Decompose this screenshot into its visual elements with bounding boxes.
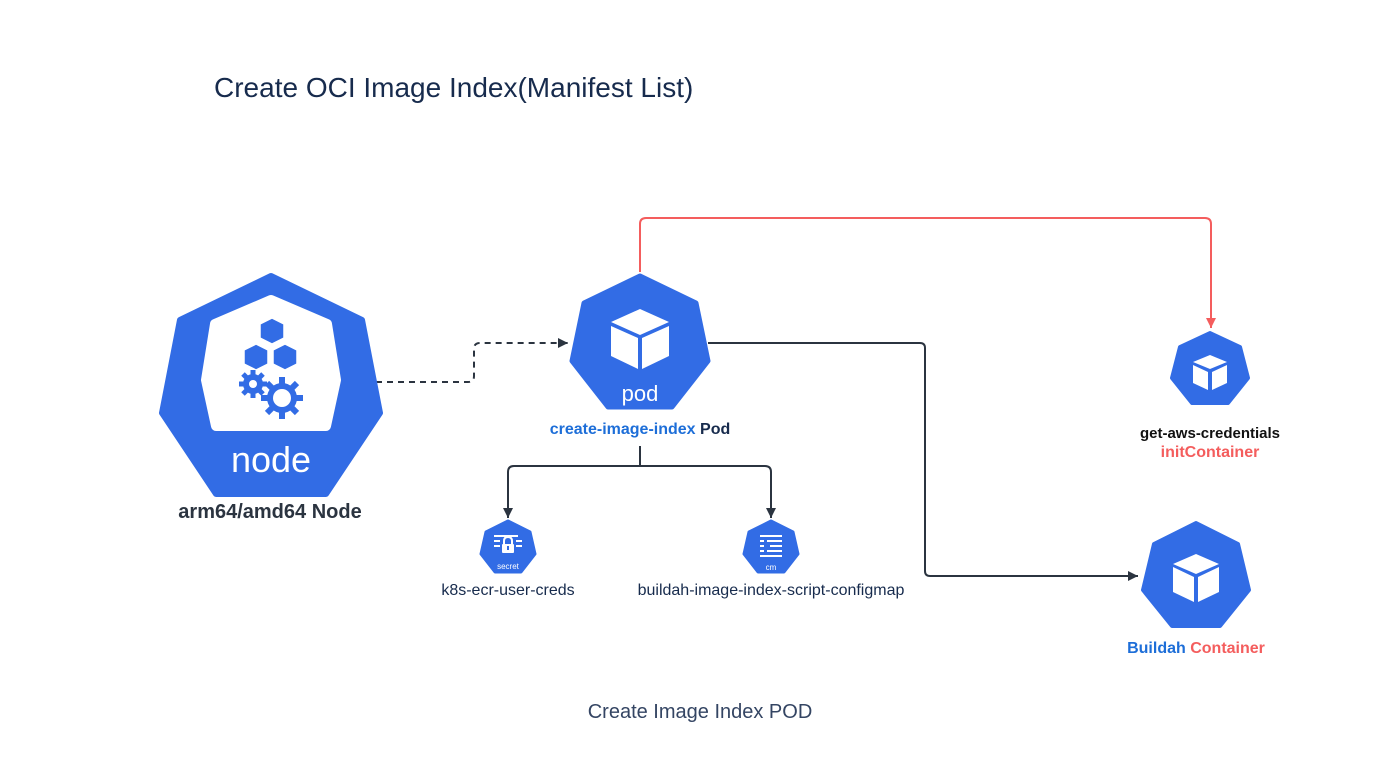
- k8s-container-icon: [1170, 331, 1250, 405]
- list-icon: [760, 535, 782, 557]
- buildah-container-name: Buildah: [1127, 640, 1186, 657]
- pod-icon-text: pod: [622, 381, 659, 406]
- k8s-secret-icon: secret: [479, 519, 537, 574]
- diagram-caption: Create Image Index POD: [587, 701, 813, 723]
- pod-cube-icon: [611, 309, 669, 369]
- node-to-pod-dashed-arrow: [376, 338, 568, 383]
- configmap-icon-text: cm: [766, 563, 777, 572]
- pod-label-suffix: Pod: [695, 421, 731, 438]
- configmap-label: buildah-image-index-script-configmap: [637, 582, 905, 599]
- init-container-name: get-aws-credentials: [1139, 425, 1281, 442]
- init-container-role: initContainer: [1160, 444, 1260, 461]
- lock-icon: [494, 535, 522, 553]
- k8s-configmap-icon: cm: [742, 519, 800, 574]
- pod-to-buildah-container-arrow: [708, 342, 1138, 581]
- pod-to-secret-arrow: [503, 446, 641, 518]
- cubes-icon: [243, 317, 298, 371]
- buildah-container-role: Container: [1185, 640, 1265, 657]
- k8s-container-icon: [1141, 521, 1251, 628]
- secret-icon-text: secret: [497, 562, 520, 571]
- buildah-container-label: Buildah Container: [1046, 640, 1346, 658]
- node-icon-text: node: [231, 439, 311, 480]
- k8s-pod-icon: pod: [569, 273, 711, 410]
- node-label: arm64/amd64 Node: [178, 501, 362, 523]
- pod-to-configmap-arrow: [640, 465, 776, 518]
- pod-label-name: create-image-index: [549, 421, 696, 438]
- gears-icon: [239, 370, 303, 419]
- secret-label: k8s-ecr-user-creds: [441, 582, 575, 599]
- page-title: Create OCI Image Index(Manifest List): [214, 72, 694, 103]
- pod-to-init-container-arrow: [639, 217, 1216, 328]
- k8s-node-icon: node: [159, 273, 383, 497]
- pod-label: create-image-index Pod: [440, 421, 840, 439]
